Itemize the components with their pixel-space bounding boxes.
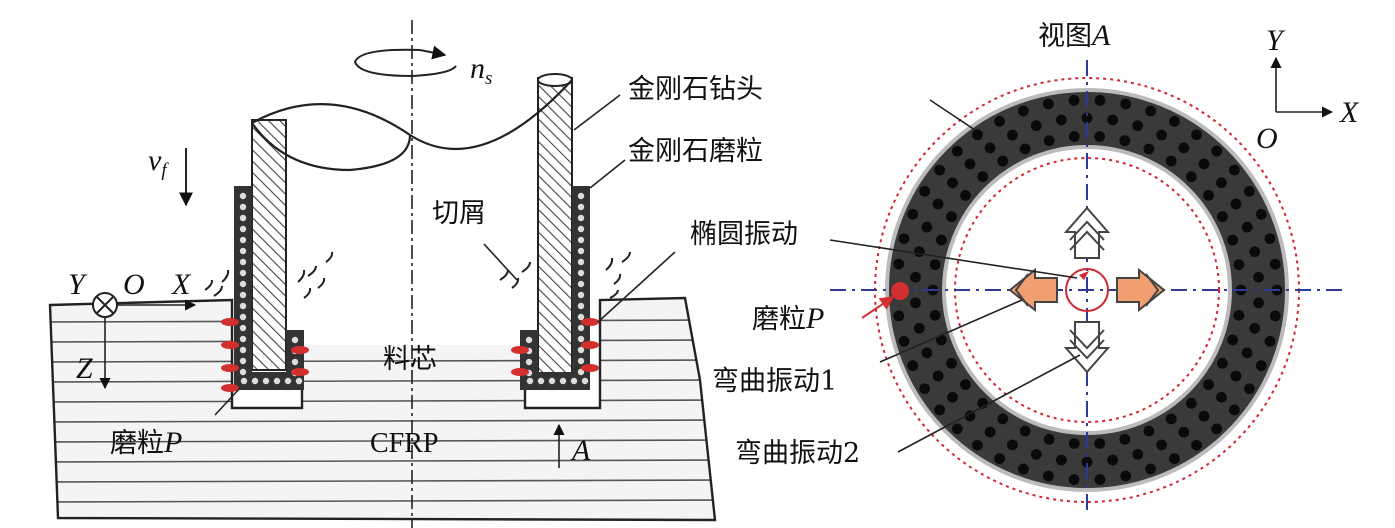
ring-grit-dots: [891, 95, 1283, 485]
left-panel: ns vf Y O X Z 金刚石钻头 金刚石磨粒 切屑 料芯 磨粒P CFRP…: [48, 20, 763, 528]
bending-vibration-1-label: 弯曲振动1: [712, 366, 837, 397]
core-label: 料芯: [383, 344, 437, 375]
diamond-drill-label: 金刚石钻头: [628, 74, 763, 105]
spindle-speed-label: ns: [470, 52, 492, 89]
view-a-symbol: A: [570, 434, 591, 467]
spindle-rotation-icon: [353, 45, 457, 78]
view-a-title: 视图A: [1038, 19, 1111, 52]
grit-p-label-right: 磨粒P: [752, 302, 824, 335]
elliptical-vibration-circle: [1065, 268, 1109, 312]
chips-label: 切屑: [432, 198, 486, 229]
axis-z-label: Z: [76, 352, 93, 385]
axis-y-label-right: Y: [1266, 24, 1286, 57]
bending-vibration-2-label: 弯曲振动2: [735, 438, 860, 469]
elliptical-vibration-label: 椭圆振动: [690, 219, 798, 250]
feed-rate-label: vf: [148, 144, 169, 181]
axis-y-label: Y: [68, 268, 88, 301]
grit-p-dot: [891, 282, 909, 300]
cfrp-label: CFRP: [370, 428, 439, 459]
axis-x-label-right: X: [1339, 96, 1360, 129]
chips: [204, 251, 631, 299]
axis-o-label-right: O: [1256, 122, 1278, 155]
vibration-arrows: [1008, 206, 1166, 374]
diamond-grit-label: 金刚石磨粒: [628, 136, 763, 167]
diamond-drill: [251, 73, 590, 374]
grit-p-markers: [221, 318, 599, 392]
diamond-grit-layer: [234, 186, 590, 390]
grit-p-label: 磨粒P: [110, 426, 182, 459]
right-panel: 视图A Y X O: [690, 19, 1360, 510]
axis-o-label: O: [123, 268, 145, 301]
axis-x-label: X: [171, 268, 192, 301]
